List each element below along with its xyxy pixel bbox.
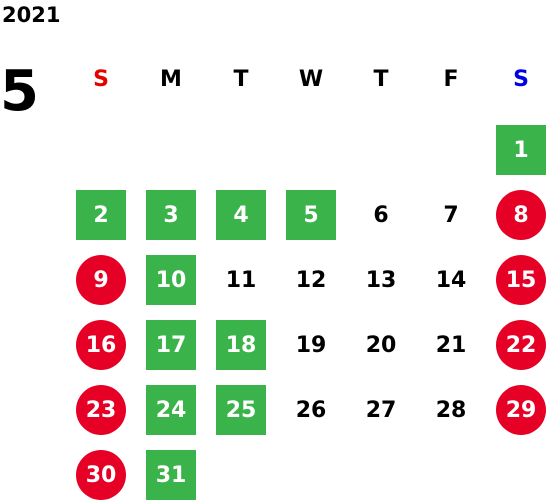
weekday-sun: S — [93, 67, 109, 92]
day-cell-22[interactable]: 22 — [496, 320, 546, 370]
day-cell-31[interactable]: 31 — [146, 450, 196, 500]
day-cell-8[interactable]: 8 — [496, 190, 546, 240]
day-cell-5[interactable]: 5 — [286, 190, 336, 240]
day-cell-18[interactable]: 18 — [216, 320, 266, 370]
day-cell-20[interactable]: 20 — [365, 332, 397, 358]
month-label: 5 — [0, 59, 39, 124]
day-cell-11[interactable]: 11 — [225, 267, 257, 293]
day-cell-15[interactable]: 15 — [496, 255, 546, 305]
day-cell-2[interactable]: 2 — [76, 190, 126, 240]
day-cell-4[interactable]: 4 — [216, 190, 266, 240]
day-cell-10[interactable]: 10 — [146, 255, 196, 305]
day-cell-21[interactable]: 21 — [435, 332, 467, 358]
day-cell-27[interactable]: 27 — [365, 397, 397, 423]
day-cell-25[interactable]: 25 — [216, 385, 266, 435]
day-cell-16[interactable]: 16 — [76, 320, 126, 370]
day-cell-13[interactable]: 13 — [365, 267, 397, 293]
day-cell-24[interactable]: 24 — [146, 385, 196, 435]
day-cell-28[interactable]: 28 — [435, 397, 467, 423]
weekday-tue: T — [233, 67, 249, 92]
weekday-sat: S — [513, 67, 529, 92]
day-cell-17[interactable]: 17 — [146, 320, 196, 370]
day-cell-26[interactable]: 26 — [295, 397, 327, 423]
year-label: 2021 — [2, 3, 61, 27]
day-cell-7[interactable]: 7 — [443, 202, 459, 228]
day-cell-9[interactable]: 9 — [76, 255, 126, 305]
day-cell-6[interactable]: 6 — [373, 202, 389, 228]
day-cell-12[interactable]: 12 — [295, 267, 327, 293]
day-cell-3[interactable]: 3 — [146, 190, 196, 240]
day-cell-29[interactable]: 29 — [496, 385, 546, 435]
day-cell-14[interactable]: 14 — [435, 267, 467, 293]
day-cell-23[interactable]: 23 — [76, 385, 126, 435]
weekday-mon: M — [160, 67, 182, 92]
day-cell-19[interactable]: 19 — [295, 332, 327, 358]
day-cell-30[interactable]: 30 — [76, 450, 126, 500]
weekday-wed: W — [298, 67, 324, 92]
day-cell-1[interactable]: 1 — [496, 125, 546, 175]
weekday-thu: T — [373, 67, 389, 92]
weekday-fri: F — [443, 67, 459, 92]
